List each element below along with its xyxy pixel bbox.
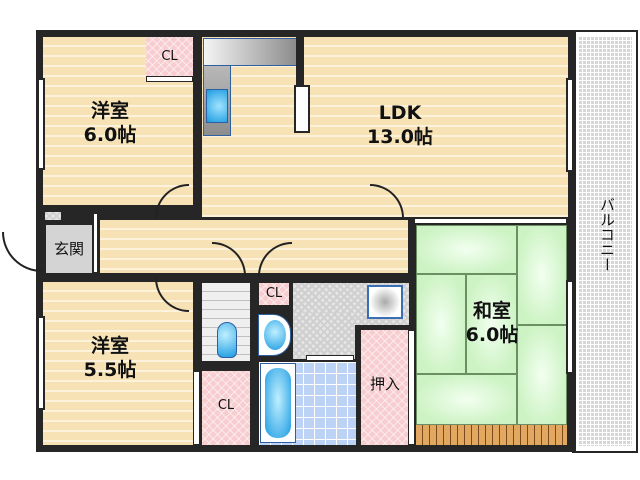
tatami-2 — [517, 225, 567, 325]
tatami-4 — [466, 274, 517, 374]
entrance-step — [92, 212, 99, 274]
closet-1-doors[interactable] — [146, 76, 193, 82]
western-room-2 — [43, 282, 193, 445]
tatami-5 — [517, 325, 567, 425]
balcony: バルコニー — [572, 30, 638, 453]
kitchen-wall-stub — [296, 37, 304, 85]
oshiire-label: 押入 — [369, 375, 400, 393]
shoe-box — [45, 212, 61, 220]
washroom-lower — [293, 313, 355, 359]
closet-2 — [259, 283, 289, 305]
window-japanese-east — [566, 280, 574, 374]
ldk-label: LDK 13.0帖 — [350, 102, 450, 150]
japanese-room-size: 6.0帖 — [465, 323, 519, 346]
front-door[interactable] — [2, 232, 42, 272]
entrance-label: 玄関 — [53, 240, 84, 258]
japanese-room-label: 和室 6.0帖 — [452, 300, 532, 348]
closet-1-label: CL — [161, 49, 178, 64]
western-room-1-name: 洋室 — [90, 100, 129, 122]
balcony-label: バルコニー — [598, 197, 616, 272]
bathtub-basin — [265, 368, 291, 438]
refrigerator-space — [294, 85, 310, 133]
western-room-2-name: 洋室 — [90, 335, 129, 357]
tatami-3 — [416, 274, 466, 374]
western-room-2-size: 5.5帖 — [83, 358, 137, 381]
oshiire — [361, 330, 409, 445]
sliding-door-ldk-washitsu[interactable] — [414, 218, 567, 224]
western-room-1-label: 洋室 6.0帖 — [70, 100, 150, 148]
balcony-floor — [578, 36, 632, 446]
closet-3 — [202, 371, 250, 445]
hallway — [100, 220, 408, 273]
bathroom-door[interactable] — [306, 355, 354, 361]
closet-3-doors[interactable] — [193, 371, 200, 445]
ldk-name: LDK — [378, 102, 422, 124]
closet-1 — [146, 37, 193, 76]
washbasin-icon — [258, 314, 291, 356]
closet-3-label: CL — [217, 398, 235, 413]
toilet-icon — [217, 322, 237, 358]
sink-icon — [206, 89, 228, 123]
bathtub-icon — [260, 363, 296, 443]
washbasin-bowl — [264, 320, 286, 350]
washing-machine-space — [367, 285, 403, 319]
western-room-1-size: 6.0帖 — [83, 123, 137, 146]
ldk-size: 13.0帖 — [367, 125, 433, 148]
japanese-room — [416, 225, 567, 425]
tatami-1 — [416, 225, 517, 274]
entrance — [46, 225, 92, 273]
engawa — [416, 425, 567, 445]
western-room-2-label: 洋室 5.5帖 — [70, 335, 150, 383]
closet-2-label: CL — [265, 286, 283, 301]
window-west-1 — [37, 78, 45, 170]
tatami-6 — [416, 374, 517, 425]
kitchen-counter — [203, 38, 297, 66]
oshiire-doors[interactable] — [408, 330, 415, 445]
window-ldk-east — [566, 78, 574, 172]
japanese-room-name: 和室 — [472, 300, 511, 322]
window-west-2 — [37, 316, 45, 410]
